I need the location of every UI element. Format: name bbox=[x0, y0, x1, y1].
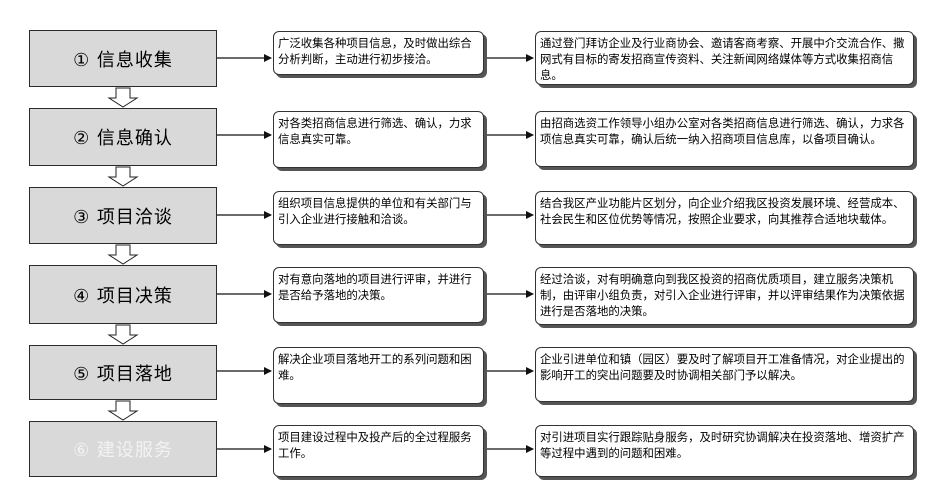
stage-5-detail: 企业引进单位和镇（园区）要及时了解项目开工准备情况，对企业提出的影响开工的突出问… bbox=[535, 347, 914, 402]
down-arrow-2-to-3 bbox=[107, 166, 139, 187]
stage-2-description: 对各类招商信息进行筛选、确认，力求信息真实可靠。 bbox=[273, 111, 484, 168]
down-arrow-3-to-4 bbox=[107, 244, 139, 265]
down-arrow-5-to-6 bbox=[107, 400, 139, 421]
stage-6-description: 项目建设过程中及投产后的全过程服务工作。 bbox=[273, 425, 484, 477]
stage-information-collection: ① 信息收集 bbox=[29, 30, 217, 87]
stage-construction-service: ⑥ 建设服务 bbox=[29, 421, 217, 477]
stage-4-detail: 经过洽谈，对有明确意向到我区投资的招商优质项目，建立服务决策机制，由评审小组负责… bbox=[535, 267, 914, 325]
down-arrow-4-to-5 bbox=[107, 324, 139, 345]
stage-5-description: 解决企业项目落地开工的系列问题和困难。 bbox=[273, 347, 484, 404]
stage-6-detail: 对引进项目实行跟踪贴身服务，及时研究协调解决在投资落地、增资扩产等过程中遇到的问… bbox=[535, 425, 914, 477]
stage-4-description: 对有意向落地的项目进行评审，并进行是否给予落地的决策。 bbox=[273, 267, 484, 323]
stage-project-landing: ⑤ 项目落地 bbox=[29, 345, 217, 400]
stage-project-negotiation: ③ 项目洽谈 bbox=[29, 187, 217, 244]
stage-1-detail: 通过登门拜访企业及行业商协会、邀请客商考察、开展中介交流合作、撒网式有目标的寄发… bbox=[535, 31, 914, 85]
stage-information-confirmation: ② 信息确认 bbox=[29, 108, 217, 166]
stage-2-detail: 由招商选资工作领导小组办公室对各类招商信息进行筛选、确认，力求各项信息真实可靠，… bbox=[535, 111, 914, 167]
stage-project-decision: ④ 项目决策 bbox=[29, 265, 217, 324]
down-arrow-1-to-2 bbox=[107, 87, 139, 108]
stage-1-description: 广泛收集各种项目信息，及时做出综合分析判断，主动进行初步接洽。 bbox=[273, 31, 484, 75]
stage-3-detail: 结合我区产业功能片区划分，向企业介绍我区投资发展环境、经营成本、社会民生和区位优… bbox=[535, 191, 914, 245]
stage-3-description: 组织项目信息提供的单位和有关部门与引入企业进行接触和洽谈。 bbox=[273, 191, 484, 245]
